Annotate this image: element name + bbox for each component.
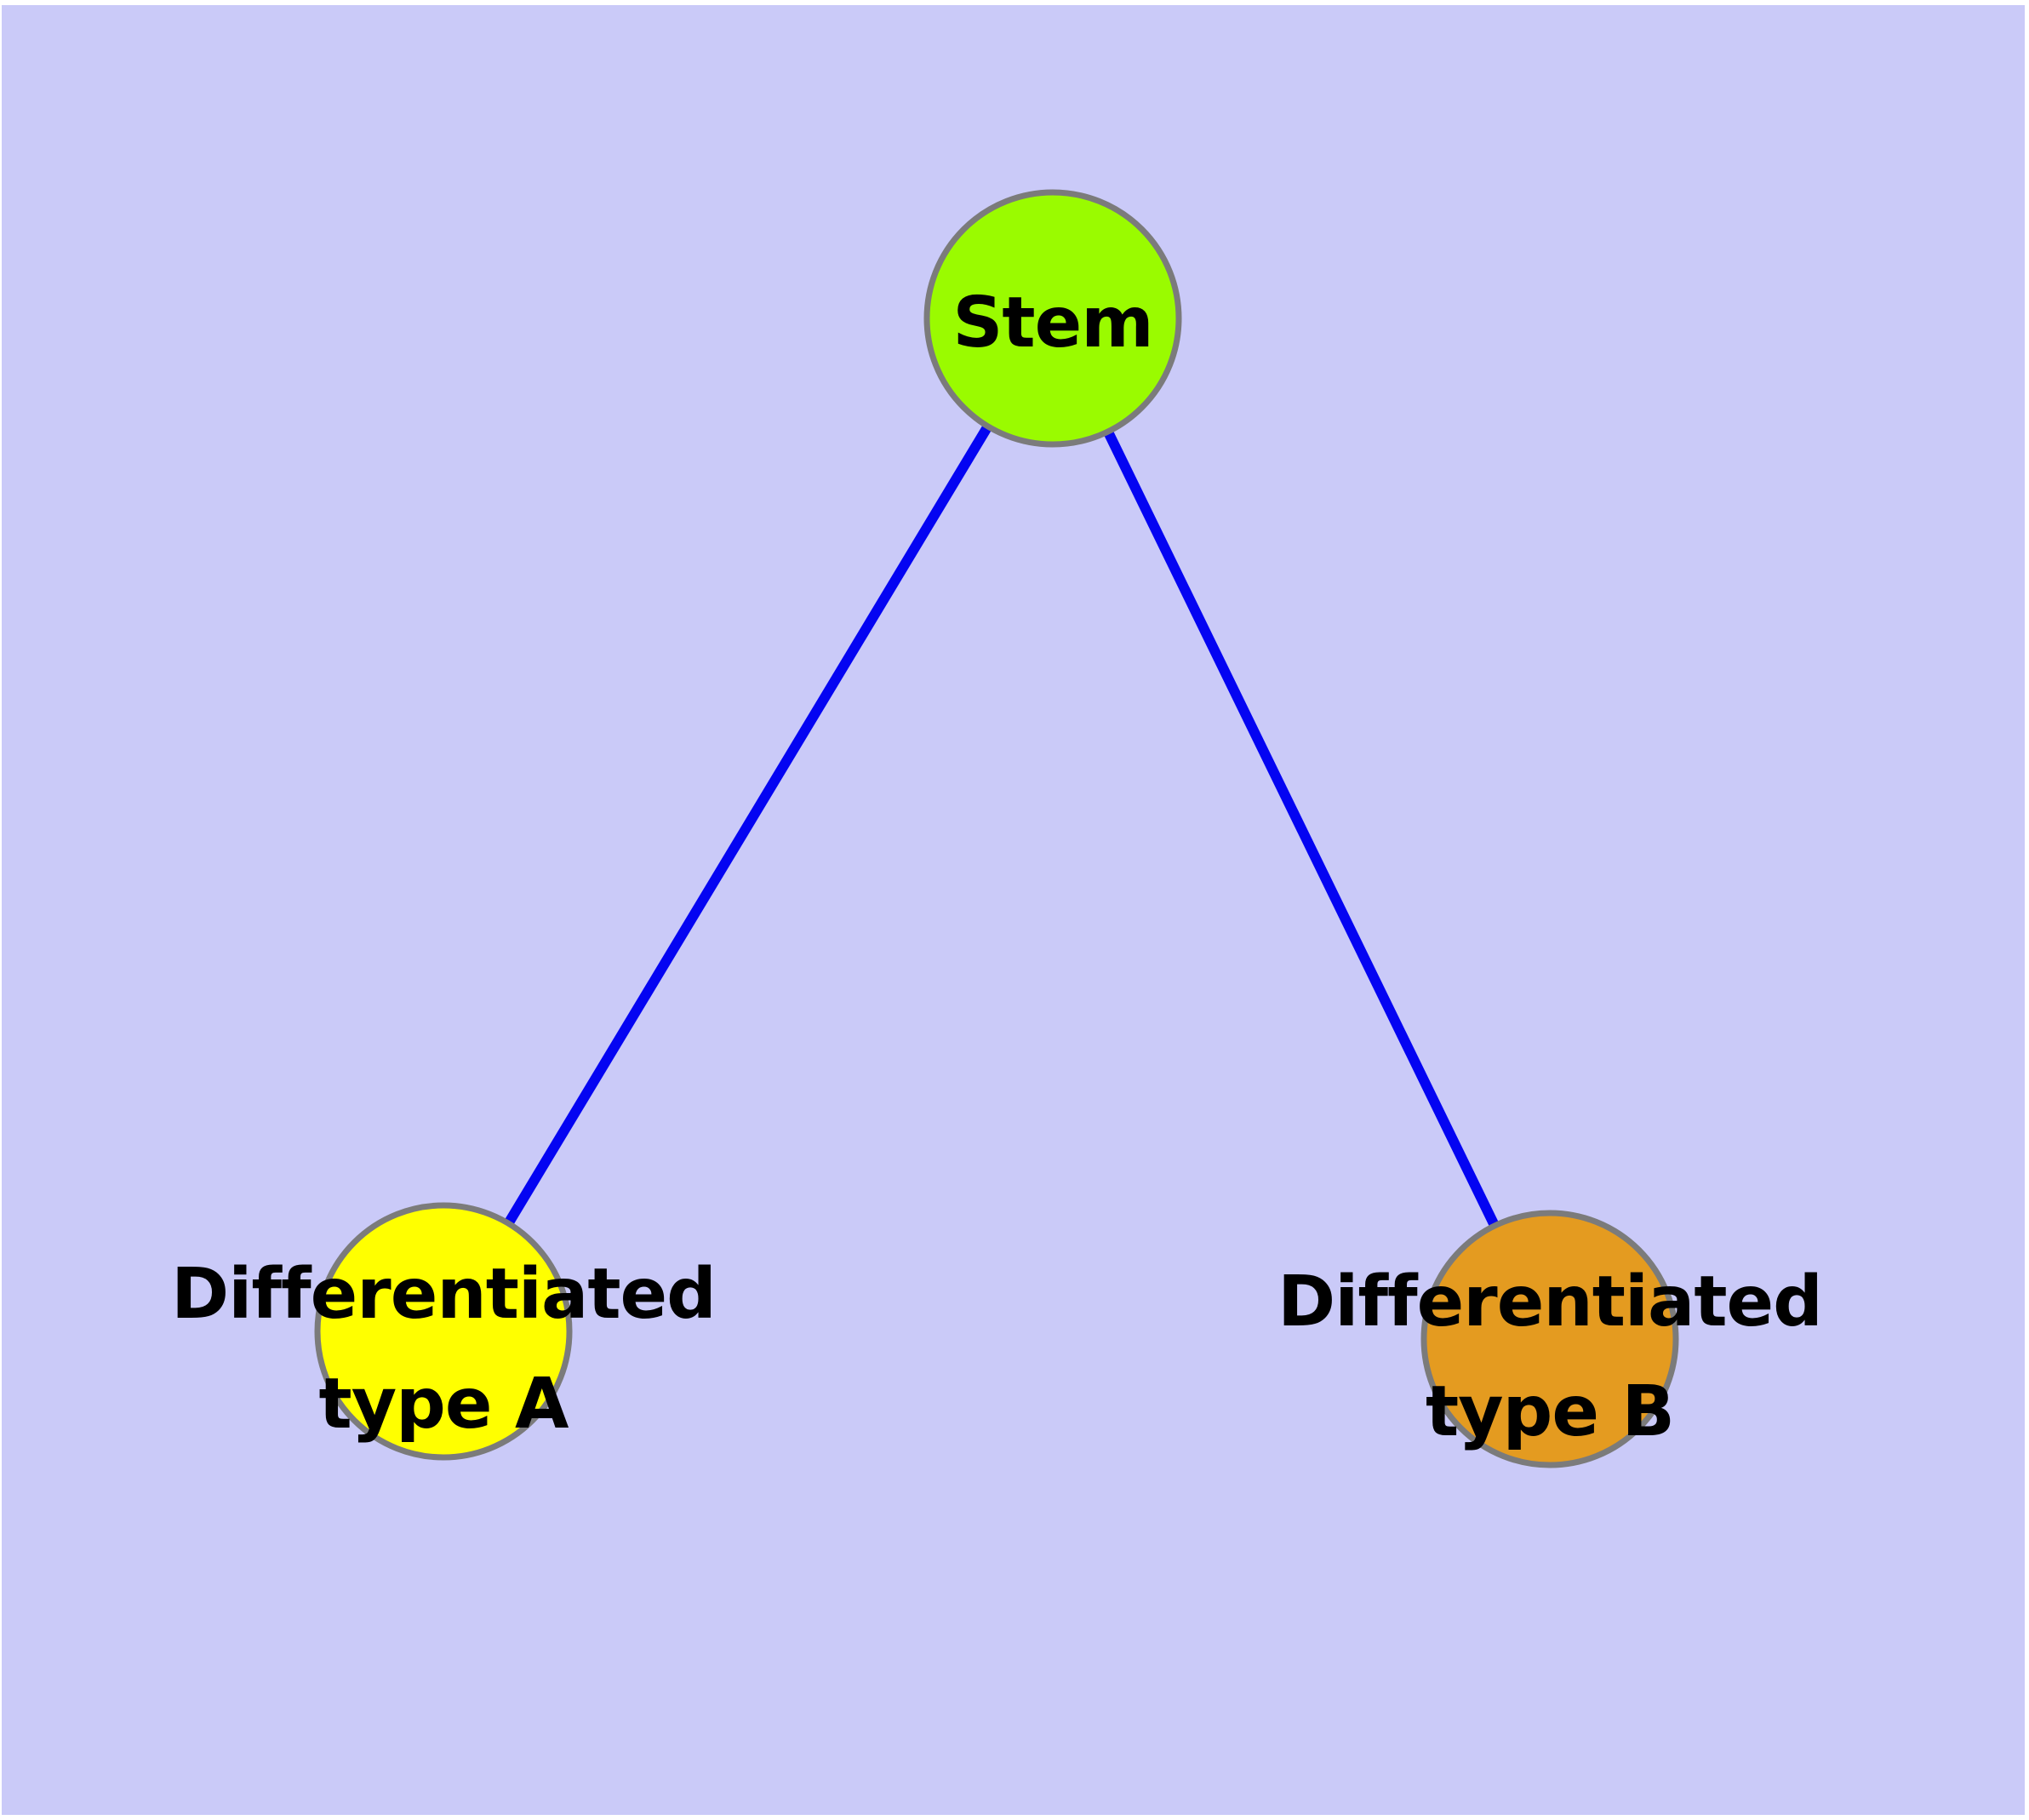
edge-stem-to-type-a: [438, 315, 1058, 1335]
nodes: Stem Differentiated type A Differentiate…: [171, 189, 1823, 1468]
type-b-node-label-line-1: Differentiated: [1277, 1262, 1822, 1342]
type-b-node-label-line-2: type B: [1426, 1371, 1674, 1452]
stem-node-circle: [923, 189, 1182, 448]
type-b-node-circle: [1420, 1210, 1679, 1468]
type-a-node-label-line-2: type A: [319, 1364, 570, 1445]
type-a-node-circle: [314, 1202, 573, 1461]
node-differentiated-type-b: Differentiated type B: [1277, 1210, 1823, 1468]
node-differentiated-type-a: Differentiated type A: [171, 1202, 717, 1461]
type-a-node-label-line-1: Differentiated: [171, 1254, 716, 1335]
stem-node-label: Stem: [952, 283, 1152, 363]
edge-stem-to-type-b: [1048, 316, 1555, 1342]
edges: [438, 315, 1555, 1342]
node-stem: Stem: [923, 189, 1182, 448]
